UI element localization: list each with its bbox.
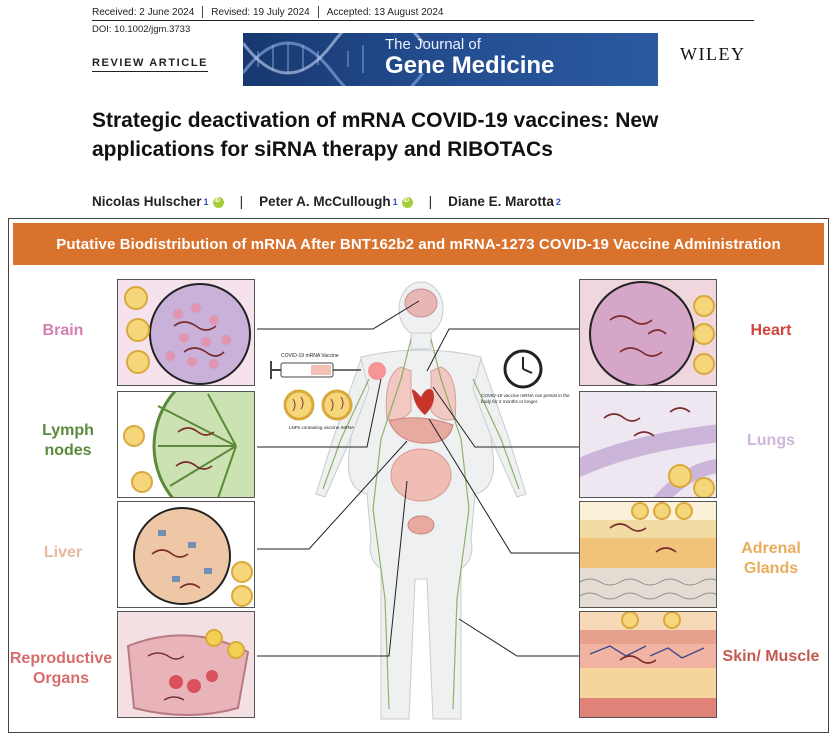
reproductive-panel [117,611,255,718]
adrenal-tissue-image [580,502,716,607]
author-name[interactable]: Nicolas Hulscher [92,194,202,209]
skin-tissue-image [580,612,716,717]
affiliation-marker[interactable]: 2 [555,196,561,207]
organ-label-skin-muscle: Skin/ Muscle [722,648,820,665]
journal-name-line1: The Journal of [385,36,481,53]
article-title: Strategic deactivation of mRNA COVID-19 … [92,109,659,161]
orcid-icon[interactable] [212,197,224,208]
human-body-illustration: COVID-19 mRNA Vaccine LNPs containing va… [270,281,543,720]
heart-panel [579,279,717,386]
author-separator: | [428,194,433,209]
organ-label-heart: Heart [750,322,792,339]
connector-lines [257,300,582,657]
clock-icon [503,349,543,389]
lnp-label: LNPs containing vaccine mRNA [289,425,355,430]
brain-icon [404,288,438,318]
journal-banner[interactable]: The Journal of Gene Medicine [243,33,658,86]
publisher-logo[interactable]: WILEY [680,44,746,64]
figure-banner: Putative Biodistribution of mRNA After B… [13,223,824,265]
doi-link[interactable]: DOI: 10.1002/jgm.3733 [92,24,191,35]
brain-panel [117,279,255,386]
organ-label-lymph-nodes: Lymph nodes [42,422,94,459]
skin-muscle-panel [579,611,717,718]
lymph-tissue-image [123,392,254,497]
figure-banner-text: Putative Biodistribution of mRNA After B… [56,235,781,253]
biodistribution-figure: Putative Biodistribution of mRNA After B… [8,218,829,733]
lymph-node-panel [117,391,255,498]
liver-panel [117,501,255,608]
adrenal-panel [579,501,717,608]
received-date: Received: 2 June 2024 [92,6,195,18]
persist-note: COVID-19 vaccine mRNA can persist in the… [481,393,570,404]
lungs-panel [579,391,717,498]
syringe-icon [270,361,386,380]
brain-tissue-image [124,283,251,385]
organ-label-reproductive: Reproductive Organs [9,650,113,687]
header-rule [92,20,754,21]
vaccine-label: COVID-19 mRNA Vaccine [281,353,339,359]
organ-label-adrenal: Adrenal Glands [741,540,801,577]
author-separator: | [239,194,244,209]
journal-name-line2: Gene Medicine [385,52,555,79]
dna-helix-icon [243,33,425,86]
organ-label-lungs: Lungs [747,432,795,449]
heart-tissue-image [589,281,715,385]
author-name[interactable]: Diane E. Marotta [448,194,554,209]
reproductive-tissue-image [126,629,250,716]
author-name[interactable]: Peter A. McCullough [259,194,391,209]
organ-label-brain: Brain [42,322,84,339]
affiliation-marker[interactable]: 1 [203,196,209,207]
divider [317,6,319,18]
divider [202,6,204,18]
organ-label-liver: Liver [43,544,83,561]
orcid-icon[interactable] [401,197,413,208]
article-dates: Received: 2 June 2024 Revised: 19 July 2… [92,6,443,18]
liver-tissue-image [133,507,253,607]
affiliation-marker[interactable]: 1 [392,196,398,207]
lung-tissue-image [580,407,716,497]
revised-date: Revised: 19 July 2024 [211,6,310,18]
article-type: REVIEW ARTICLE [92,57,209,72]
accepted-date: Accepted: 13 August 2024 [326,6,444,18]
